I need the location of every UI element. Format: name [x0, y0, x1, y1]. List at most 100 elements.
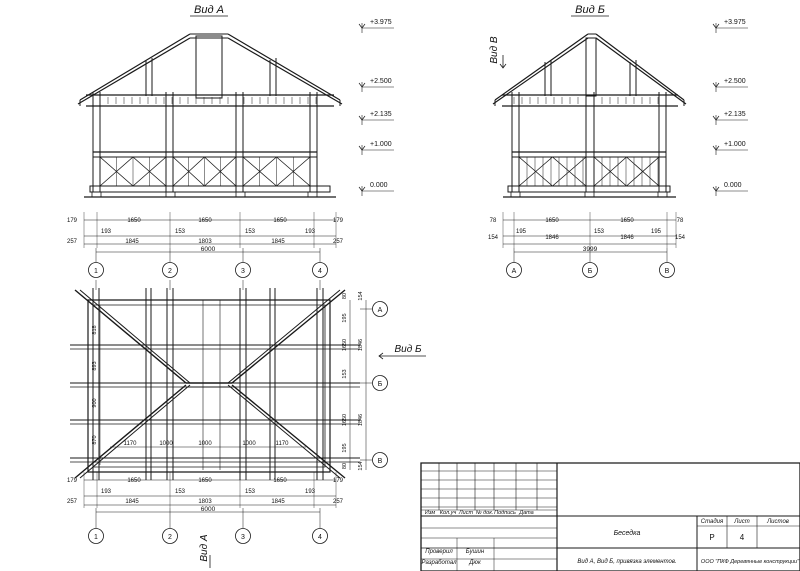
- dimension-text: 1650: [342, 339, 348, 351]
- level-mark: [359, 146, 365, 150]
- axis-marker-circle: [660, 263, 675, 278]
- view-b-title: Вид Б: [575, 4, 605, 16]
- roof-line: [80, 34, 190, 100]
- dimension-text: 870: [92, 435, 98, 444]
- dimension-text: 153: [175, 229, 186, 235]
- axis-marker-circle: [236, 263, 251, 278]
- dimension-text: 257: [333, 499, 344, 505]
- dimension-text: 154: [488, 235, 499, 241]
- axis-marker-circle: [313, 263, 328, 278]
- roof-line: [495, 34, 588, 100]
- dimension-text: 6000: [201, 506, 216, 513]
- axis-label: 1: [94, 534, 98, 541]
- dimension-text: 179: [67, 478, 78, 484]
- stage-value: Р: [709, 533, 714, 542]
- level-mark: [359, 187, 365, 191]
- dimension-text: 1846: [620, 235, 634, 241]
- dimension-text: 1000: [242, 441, 256, 447]
- roof-line: [493, 38, 588, 104]
- dimension-text: 80: [342, 463, 348, 469]
- dimension-text: 179: [67, 218, 78, 224]
- dimension-text: 1650: [273, 218, 287, 224]
- drawing-line: [228, 385, 340, 478]
- sheet-value: 4: [740, 533, 745, 542]
- drawing-line: [80, 385, 190, 478]
- footing: [166, 192, 175, 197]
- dimension-text: 818: [92, 325, 98, 334]
- dimension-text: 179: [333, 218, 344, 224]
- drawing-line: [553, 157, 587, 186]
- dimension-text: 80: [342, 293, 348, 299]
- axis-label: В: [665, 268, 670, 275]
- view-a-title: Вид А: [194, 4, 224, 16]
- axis-label: 3: [241, 534, 245, 541]
- dimension-text: 1170: [276, 441, 290, 447]
- dimension-text: 1000: [159, 441, 173, 447]
- axis-label: 3: [241, 268, 245, 275]
- title-header: Подпись: [494, 510, 516, 516]
- level-mark: [713, 24, 719, 28]
- ridge-post: [586, 38, 596, 96]
- plan-frame: [88, 300, 330, 472]
- title-block-frame: [421, 463, 800, 571]
- dimension-text: 1650: [545, 218, 559, 224]
- level-mark: [713, 116, 719, 120]
- level-label: +3.975: [370, 19, 392, 26]
- axis-marker-circle: [373, 376, 388, 391]
- dimension-text: 193: [101, 229, 112, 235]
- floor-beam: [90, 186, 330, 192]
- axis-marker-circle: [313, 529, 328, 544]
- axis-label: Б: [588, 268, 593, 275]
- stage-header: Стадия: [701, 519, 724, 525]
- title-header: Кол.уч: [440, 510, 457, 516]
- roof-line: [228, 38, 342, 104]
- drawing-line: [519, 157, 553, 186]
- level-label: +1.000: [370, 141, 392, 148]
- role-label: Проверил: [425, 549, 453, 555]
- level-mark: [713, 83, 719, 87]
- axis-marker-circle: [583, 263, 598, 278]
- level-mark: [359, 24, 365, 28]
- axis-marker-circle: [163, 529, 178, 544]
- name-label: Дюк: [468, 560, 482, 566]
- dimension-text: 1650: [273, 478, 287, 484]
- dimension-text: 1803: [198, 239, 212, 245]
- axis-marker-circle: [373, 302, 388, 317]
- dimension-text: 1846: [358, 414, 364, 426]
- dimension-text: 78: [677, 218, 684, 224]
- roof-line: [228, 34, 340, 100]
- dimension-text: 153: [245, 229, 256, 235]
- dimension-text: 193: [101, 489, 112, 495]
- dimension-text: 154: [675, 235, 686, 241]
- axis-label: Б: [378, 381, 383, 388]
- dimension-text: 3999: [583, 246, 598, 253]
- dimension-text: 257: [67, 499, 78, 505]
- company-name: ООО "ПКФ Деревянные конструкции": [701, 559, 800, 565]
- axis-marker-circle: [89, 529, 104, 544]
- dimension-text: 154: [358, 291, 364, 300]
- dimension-text: 195: [342, 313, 348, 322]
- level-label: +2.135: [370, 111, 392, 118]
- role-label: Разработал: [422, 560, 458, 566]
- axis-label: 1: [94, 268, 98, 275]
- level-mark: [713, 187, 719, 191]
- dimension-text: 1650: [198, 478, 212, 484]
- dimension-text: 193: [305, 229, 316, 235]
- roof-line: [596, 38, 686, 104]
- level-label: 0.000: [724, 182, 742, 189]
- dimension-text: 1845: [271, 239, 285, 245]
- axis-marker-circle: [89, 263, 104, 278]
- level-mark: [359, 116, 365, 120]
- dimension-text: 153: [594, 229, 605, 235]
- dimension-text: 1846: [545, 235, 559, 241]
- drawing-line: [627, 157, 660, 186]
- footing: [308, 192, 317, 197]
- title-header: Лист: [458, 510, 474, 516]
- dimension-text: 1170: [124, 441, 138, 447]
- title-header: Дата: [518, 510, 534, 516]
- axis-marker-circle: [236, 529, 251, 544]
- sheet-header: Лист: [733, 519, 749, 525]
- axis-label: 4: [318, 268, 322, 275]
- dimension-text: 1803: [198, 499, 212, 505]
